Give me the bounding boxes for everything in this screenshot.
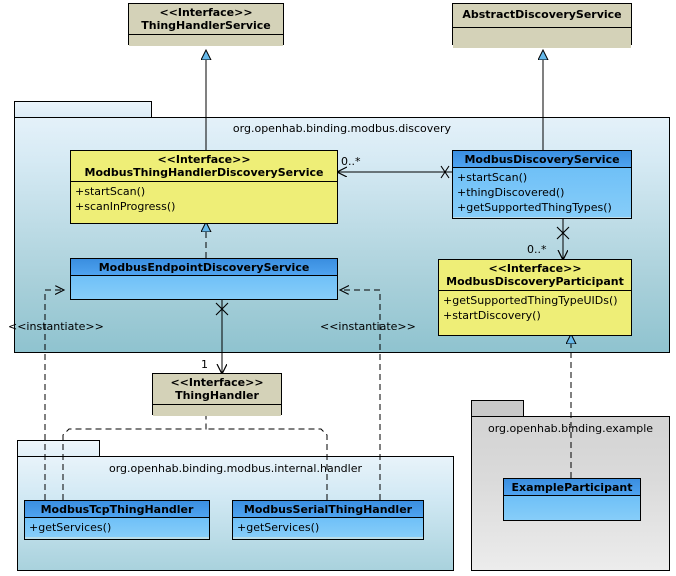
class-header: <<Interface>> ModbusDiscoveryParticipant — [439, 260, 631, 290]
class-name: ThingHandler — [175, 389, 259, 402]
member-1: +startDiscovery() — [443, 309, 541, 322]
class-name: ThingHandlerService — [141, 19, 271, 32]
multiplicity-label-0-star-b: 0..* — [527, 243, 547, 256]
class-stereotype: <<Interface>> — [159, 6, 253, 19]
multiplicity-label-one: 1 — [201, 358, 208, 371]
member-0: +getServices() — [237, 521, 320, 534]
class-modbus-discovery-service[interactable]: ModbusDiscoveryService +startScan() +thi… — [452, 150, 632, 219]
class-example-participant[interactable]: ExampleParticipant — [503, 478, 641, 521]
class-stereotype: <<Interface>> — [157, 153, 251, 166]
class-members — [71, 275, 337, 299]
package-tab — [17, 440, 100, 457]
class-stereotype: <<Interface>> — [170, 376, 264, 389]
class-name: ExampleParticipant — [511, 481, 633, 494]
class-header: ModbusTcpThingHandler — [25, 501, 209, 517]
class-header: AbstractDiscoveryService — [453, 4, 631, 23]
class-name: ModbusThingHandlerDiscoveryService — [84, 166, 324, 179]
package-label-internal-handler: org.openhab.binding.modbus.internal.hand… — [108, 462, 362, 475]
member-0: +getSupportedThingTypeUIDs() — [443, 294, 618, 307]
multiplicity-label-0-star-a: 0..* — [341, 155, 361, 168]
class-modbus-discovery-participant[interactable]: <<Interface>> ModbusDiscoveryParticipant… — [438, 259, 632, 336]
class-modbus-tcp-thing-handler[interactable]: ModbusTcpThingHandler +getServices() — [24, 500, 210, 540]
package-label-example: org.openhab.binding.example — [487, 422, 654, 435]
class-header: <<Interface>> ThingHandlerService — [129, 4, 283, 34]
class-members: +getServices() — [233, 517, 423, 537]
package-label-discovery: org.openhab.binding.modbus.discovery — [232, 122, 452, 135]
class-header: ExampleParticipant — [504, 479, 640, 495]
package-tab — [471, 400, 524, 417]
stereotype-label-instantiate-left: <<instantiate>> — [8, 320, 104, 333]
class-members: +getSupportedThingTypeUIDs() +startDisco… — [439, 290, 631, 325]
class-members: +startScan() +thingDiscovered() +getSupp… — [453, 167, 631, 217]
class-members — [153, 404, 281, 416]
class-members — [129, 34, 283, 46]
member-0: +getServices() — [29, 521, 112, 534]
class-modbus-serial-thing-handler[interactable]: ModbusSerialThingHandler +getServices() — [232, 500, 424, 540]
class-header: <<Interface>> ThingHandler — [153, 374, 281, 404]
class-members — [453, 27, 631, 48]
member-2: +getSupportedThingTypes() — [457, 201, 612, 214]
class-header: ModbusSerialThingHandler — [233, 501, 423, 517]
class-members — [504, 495, 640, 520]
class-members: +getServices() — [25, 517, 209, 537]
class-header: ModbusDiscoveryService — [453, 151, 631, 167]
class-thing-handler[interactable]: <<Interface>> ThingHandler — [152, 373, 282, 416]
class-name: AbstractDiscoveryService — [462, 8, 622, 21]
class-header: ModbusEndpointDiscoveryService — [71, 259, 337, 275]
class-abstract-discovery-service[interactable]: AbstractDiscoveryService — [452, 3, 632, 48]
package-tab — [14, 101, 152, 118]
class-thing-handler-service[interactable]: <<Interface>> ThingHandlerService — [128, 3, 284, 46]
class-stereotype: <<Interface>> — [488, 262, 582, 275]
class-name: ModbusSerialThingHandler — [243, 503, 413, 516]
class-modbus-thing-handler-discovery-service[interactable]: <<Interface>> ModbusThingHandlerDiscover… — [70, 150, 338, 224]
stereotype-label-instantiate-right: <<instantiate>> — [320, 320, 416, 333]
member-1: +scanInProgress() — [75, 200, 176, 213]
class-name: ModbusDiscoveryParticipant — [446, 275, 624, 288]
class-modbus-endpoint-discovery-service[interactable]: ModbusEndpointDiscoveryService — [70, 258, 338, 300]
class-name: ModbusDiscoveryService — [464, 153, 620, 166]
member-0: +startScan() — [457, 171, 528, 184]
class-name: ModbusTcpThingHandler — [40, 503, 194, 516]
class-members: +startScan() +scanInProgress() — [71, 181, 337, 216]
member-1: +thingDiscovered() — [457, 186, 565, 199]
class-header: <<Interface>> ModbusThingHandlerDiscover… — [71, 151, 337, 181]
class-name: ModbusEndpointDiscoveryService — [98, 261, 310, 274]
member-0: +startScan() — [75, 185, 146, 198]
